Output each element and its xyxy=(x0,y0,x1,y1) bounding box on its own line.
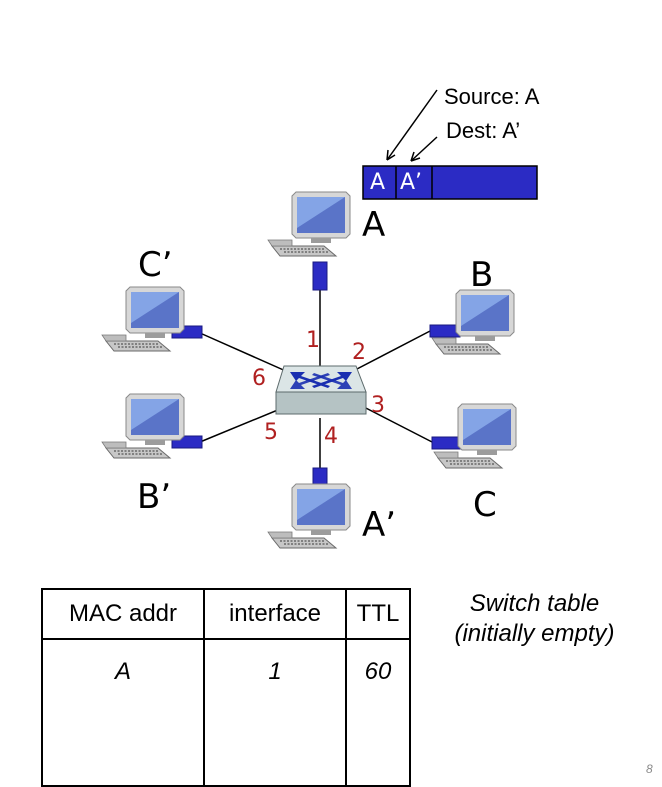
port-label-2: 2 xyxy=(352,340,366,365)
dest-callout: Dest: A’ xyxy=(446,118,521,143)
port-label-3: 3 xyxy=(371,393,385,418)
ethernet-frame xyxy=(362,165,538,200)
computer-icon xyxy=(431,289,515,355)
cell-ttl: 60 xyxy=(345,639,411,787)
source-callout: Source: A xyxy=(444,84,540,109)
cell-interface: 1 xyxy=(203,639,347,787)
frame-field-source: A xyxy=(370,170,386,195)
callout-arrows xyxy=(386,89,438,162)
switch-icon xyxy=(275,365,367,415)
computer-icon xyxy=(101,286,185,352)
computer-icon xyxy=(433,403,517,469)
link-c-prime xyxy=(199,332,289,373)
table-row: A 1 60 xyxy=(41,639,411,787)
link-b-prime xyxy=(199,406,286,443)
table-caption-line1: Switch table xyxy=(469,590,600,617)
host-label-c: C xyxy=(473,485,497,525)
computer-icon xyxy=(267,191,351,257)
table-caption: Switch table (initially empty) xyxy=(437,589,632,649)
computer-icon xyxy=(267,483,351,549)
host-label-a: A xyxy=(362,205,386,245)
links xyxy=(199,290,435,470)
port-label-5: 5 xyxy=(264,420,278,445)
header-interface: interface xyxy=(203,588,347,640)
table-caption-line2: (initially empty) xyxy=(454,620,615,647)
header-mac-addr: MAC addr xyxy=(41,588,205,640)
host-label-a-prime: A’ xyxy=(362,505,397,545)
connector-a xyxy=(312,261,328,291)
port-label-4: 4 xyxy=(324,424,338,449)
host-label-b-prime: B’ xyxy=(137,477,172,517)
port-label-1: 1 xyxy=(306,328,320,353)
host-label-b: B xyxy=(470,255,494,295)
port-label-6: 6 xyxy=(252,366,266,391)
table-header-row: MAC addr interface TTL xyxy=(41,588,411,640)
page-number: 8 xyxy=(646,762,653,776)
frame-field-dest: A’ xyxy=(400,170,423,195)
cell-mac-addr: A xyxy=(41,639,205,787)
host-label-c-prime: C’ xyxy=(138,245,173,285)
link-b xyxy=(354,329,433,371)
link-c xyxy=(359,404,435,444)
header-ttl: TTL xyxy=(345,588,411,640)
switch-table: MAC addr interface TTL A 1 60 xyxy=(41,588,411,787)
